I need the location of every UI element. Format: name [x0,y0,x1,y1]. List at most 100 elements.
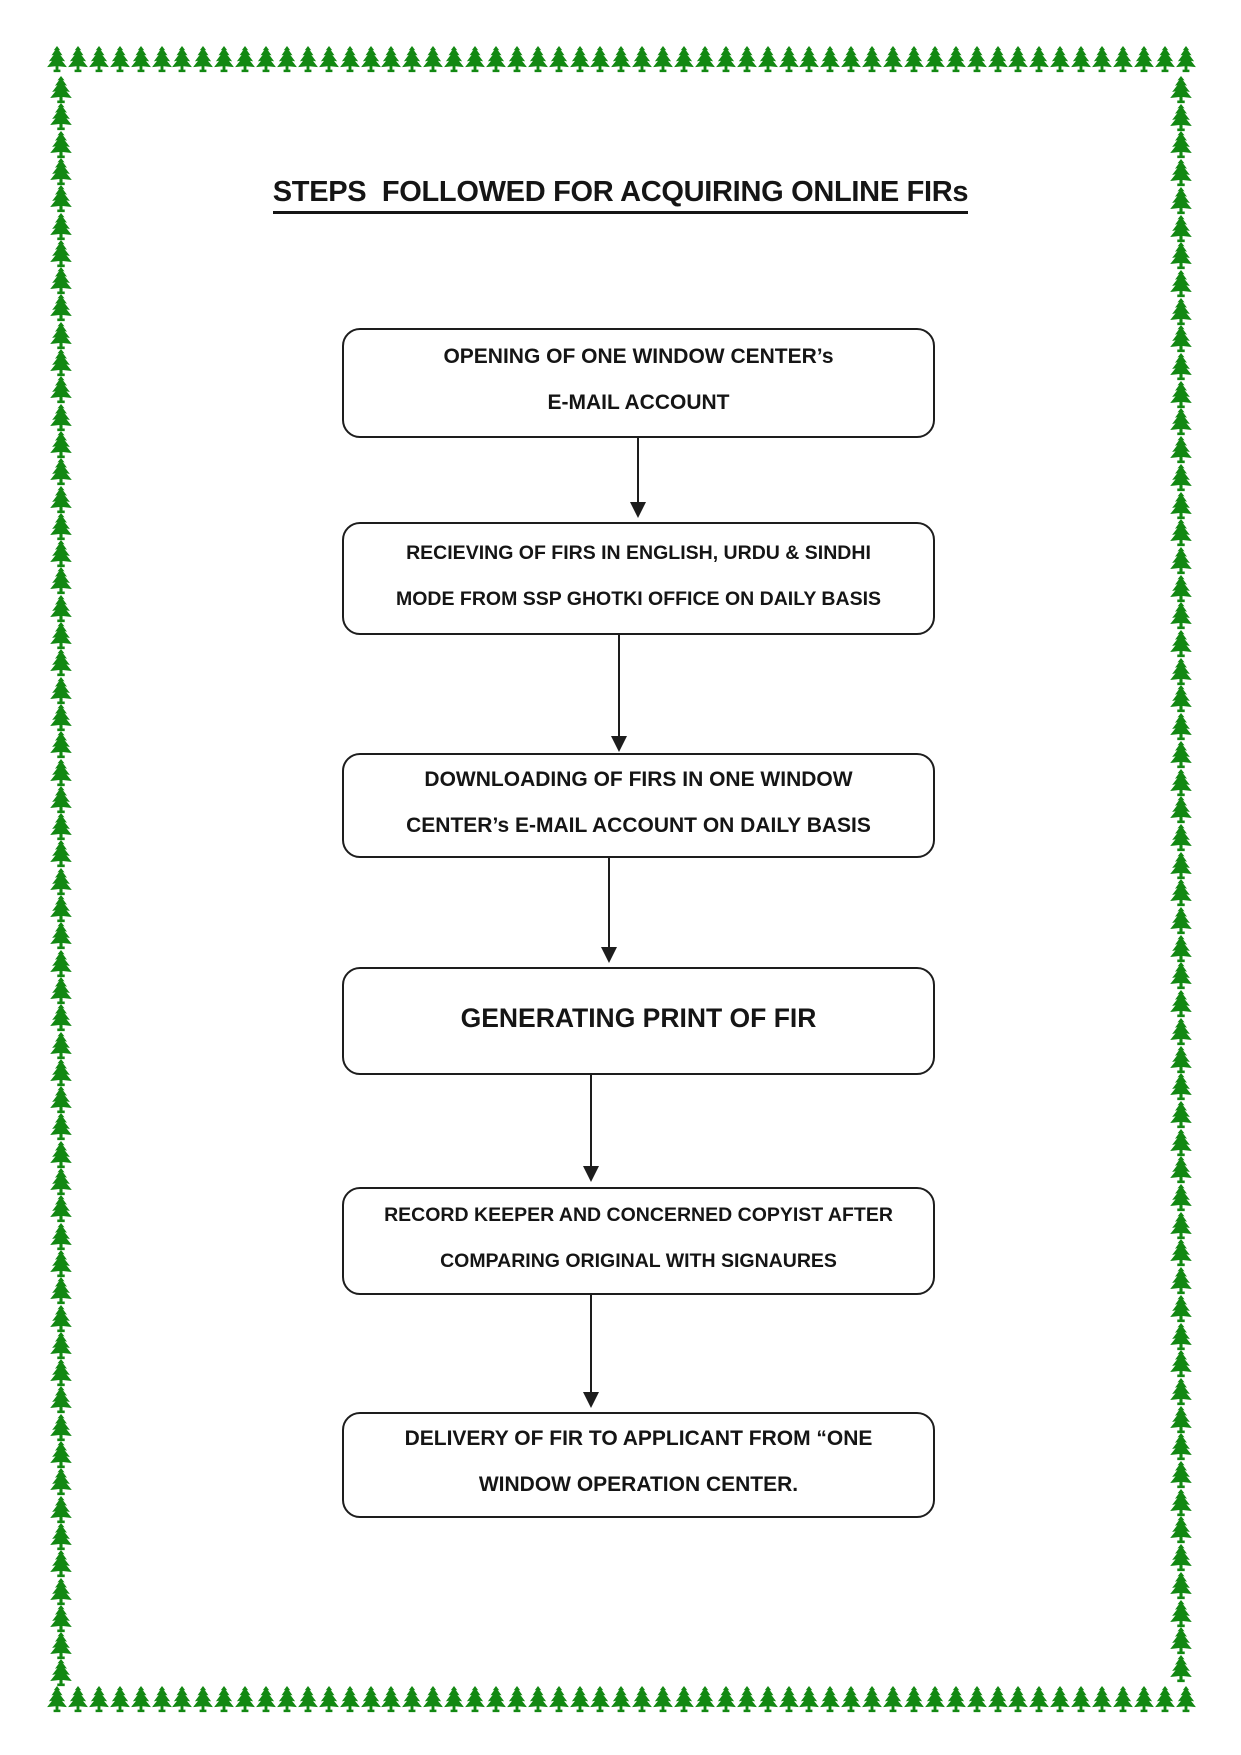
pine-tree-icon [1169,214,1193,243]
pine-tree-icon [49,1222,73,1251]
pine-tree-icon [276,46,298,73]
pine-tree-icon [88,46,110,73]
pine-tree-icon [49,1331,73,1360]
pine-tree-icon [234,1686,256,1713]
arrow-line [608,858,610,948]
pine-tree-icon [49,1604,73,1633]
pine-tree-icon [945,1686,967,1713]
pine-tree-icon [49,622,73,650]
pine-tree-icon [49,130,73,159]
flow-box-downloading-firs: DOWNLOADING OF FIRS IN ONE WINDOW CENTER… [342,753,935,858]
page-title: STEPS FOLLOWED FOR ACQUIRING ONLINE FIRs [272,176,969,214]
pine-tree-icon [213,46,235,73]
pine-tree-icon [49,1004,73,1032]
pine-tree-icon [715,1686,737,1713]
pine-tree-icon [49,267,73,295]
pine-tree-icon [548,1686,570,1713]
pine-tree-icon [1070,46,1092,73]
pine-tree-icon [485,46,507,73]
pine-tree-icon [840,1686,862,1713]
pine-tree-icon [49,1058,73,1087]
pine-tree-icon [1169,1267,1193,1295]
pine-tree-icon [924,1686,946,1713]
flow-box-text: MODE FROM SSP GHOTKI OFFICE ON DAILY BAS… [395,587,882,610]
pine-tree-icon [1169,76,1193,104]
pine-tree-icon [1169,1073,1193,1101]
pine-tree-icon [1169,491,1193,520]
pine-tree-icon [778,1686,800,1713]
arrow-line [590,1075,592,1167]
pine-tree-icon [443,1686,465,1713]
pine-tree-icon [318,46,340,73]
pine-tree-icon [1169,325,1193,353]
pine-tree-icon [49,294,73,322]
pine-tree-icon [1169,380,1193,409]
pine-tree-icon [49,1550,73,1578]
pine-tree-icon [1169,796,1193,824]
arrow-head-icon [601,947,617,963]
pine-tree-icon [1169,1017,1193,1046]
flow-box-text: DOWNLOADING OF FIRS IN ONE WINDOW [424,767,853,791]
pine-tree-icon [49,212,73,241]
arrow-head-icon [583,1392,599,1408]
pine-tree-icon [49,922,73,950]
pine-tree-icon [422,46,444,73]
pine-tree-icon [49,1359,73,1387]
pine-tree-icon [49,403,73,432]
pine-tree-icon [1169,990,1193,1018]
pine-tree-icon [694,46,716,73]
pine-tree-icon [192,1686,214,1713]
pine-tree-icon [1169,1350,1193,1378]
pine-tree-icon [1169,463,1193,492]
pine-tree-icon [443,46,465,73]
pine-tree-icon [861,46,883,73]
pine-tree-icon [1112,46,1134,73]
pine-tree-icon [924,46,946,73]
flow-box-receiving-firs: RECIEVING OF FIRS IN ENGLISH, URDU & SIN… [342,522,935,635]
pine-tree-icon [49,1113,73,1141]
pine-tree-icon [67,46,89,73]
pine-tree-icon [49,1277,73,1305]
pine-tree-icon [49,76,73,104]
pine-tree-icon [360,1686,382,1713]
pine-tree-icon [652,1686,674,1713]
pine-tree-icon [380,1686,402,1713]
arrow-line [618,635,620,737]
pine-tree-icon [966,1686,988,1713]
pine-tree-icon [171,1686,193,1713]
pine-tree-icon [49,1031,73,1060]
pine-tree-icon [527,1686,549,1713]
pine-tree-icon [1169,186,1193,215]
pine-tree-icon [49,458,73,486]
pine-tree-icon [49,1304,73,1333]
pine-tree-icon [49,1659,73,1687]
pine-tree-icon [1169,630,1193,658]
pine-tree-icon [1169,1100,1193,1129]
pine-tree-icon [1169,1156,1193,1184]
pine-tree-icon [631,1686,653,1713]
flow-arrow-1 [629,438,647,518]
flow-arrow-4 [582,1075,600,1182]
flow-box-delivery: DELIVERY OF FIR TO APPLICANT FROM “ONE W… [342,1412,935,1518]
pine-tree-icon [255,46,277,73]
pine-tree-icon [987,46,1009,73]
pine-tree-icon [610,1686,632,1713]
pine-tree-icon [171,46,193,73]
pine-tree-icon [882,46,904,73]
pine-tree-icon [506,1686,528,1713]
pine-tree-icon [652,46,674,73]
pine-tree-icon [49,103,73,131]
pine-tree-icon [798,46,820,73]
pine-tree-icon [49,1468,73,1496]
flow-box-text: DELIVERY OF FIR TO APPLICANT FROM “ONE [404,1427,873,1450]
pine-tree-icon [1049,1686,1071,1713]
pine-tree-icon [673,46,695,73]
pine-tree-icon [151,46,173,73]
pine-tree-icon [49,321,73,350]
pine-tree-icon [1169,297,1193,326]
pine-tree-icon [966,46,988,73]
pine-tree-icon [840,46,862,73]
pine-tree-icon [589,46,611,73]
pine-tree-icon [548,46,570,73]
pine-tree-icon [49,1195,73,1223]
